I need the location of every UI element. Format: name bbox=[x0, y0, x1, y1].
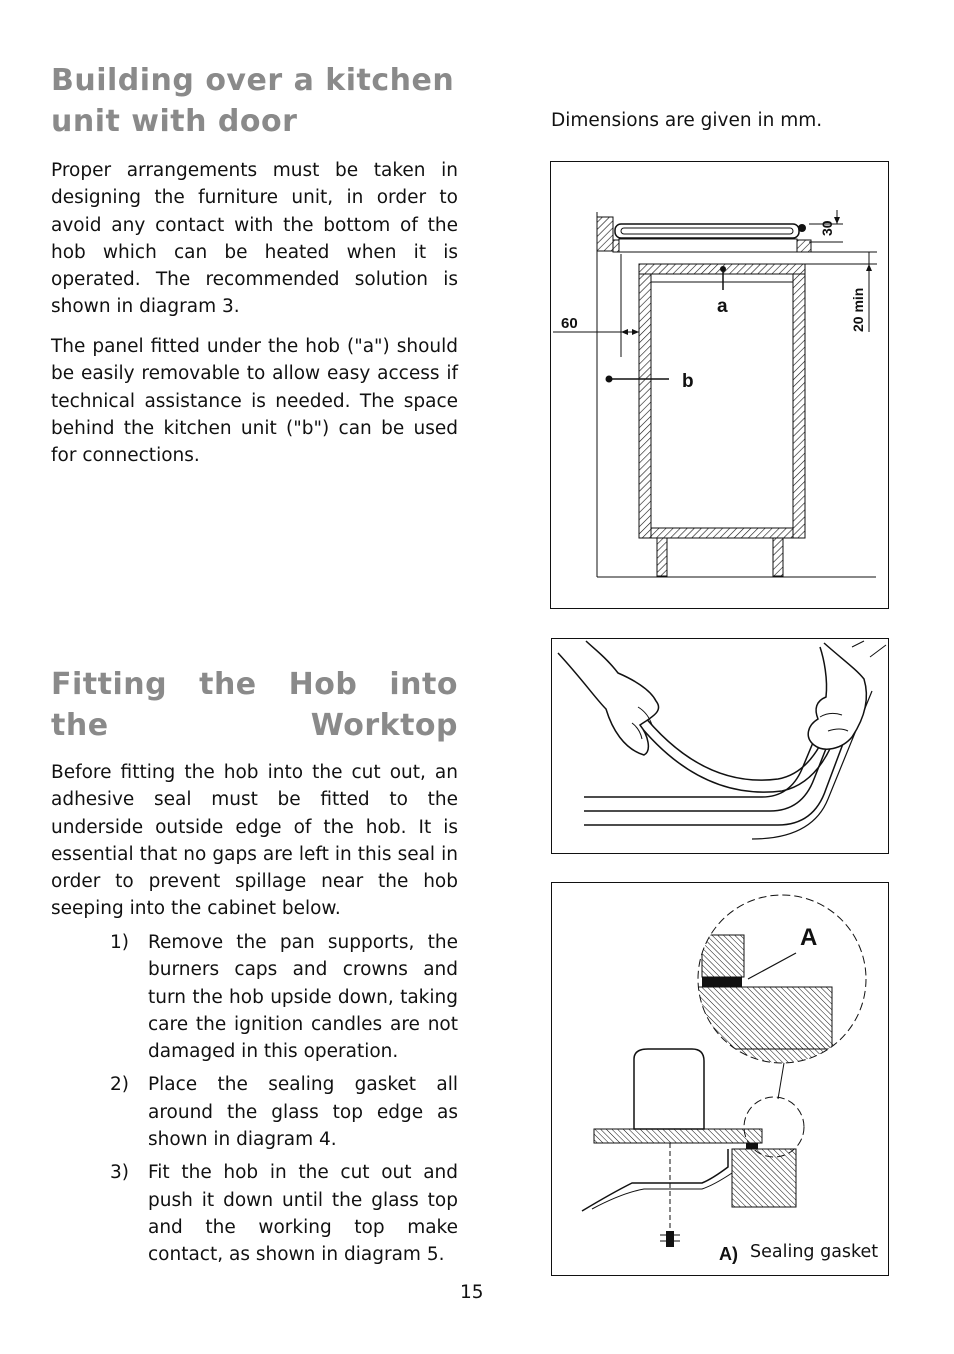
label-a: a bbox=[717, 296, 728, 317]
list-item: 3) Fit the hob in the cut out and push i… bbox=[110, 1159, 458, 1268]
label-b: b bbox=[682, 371, 694, 392]
page-number: 15 bbox=[460, 1282, 484, 1303]
diagram-fitting-gasket bbox=[551, 638, 889, 854]
paragraph-panel: The panel fitted under the hob ("a") sho… bbox=[51, 336, 458, 467]
diagram-sealing-gasket: A A) Sealing gasket bbox=[551, 882, 889, 1276]
step-number: 1) bbox=[110, 932, 129, 953]
steps-list: 1) Remove the pan supports, the burners … bbox=[110, 929, 458, 1275]
step-number: 2) bbox=[110, 1074, 129, 1096]
callout-a: A bbox=[800, 924, 817, 951]
paragraph-adhesive-seal: Before fitting the hob into the cut out,… bbox=[51, 762, 458, 920]
step-text: Place the sealing gasket all around the … bbox=[148, 1074, 458, 1151]
paragraph-arrangements: Proper arrangements must be taken in des… bbox=[51, 160, 458, 318]
list-item: 2) Place the sealing gasket all around t… bbox=[110, 1071, 458, 1153]
dimension-30: 30 bbox=[819, 220, 835, 236]
section-title-building-over-unit: Building over a kitchen unit with door bbox=[51, 63, 455, 139]
caption-sealing-gasket: Sealing gasket bbox=[750, 1242, 879, 1262]
section-title-fitting-hob: Fitting the Hob into the Worktop bbox=[51, 667, 458, 743]
step-text: Remove the pan supports, the burners cap… bbox=[148, 932, 458, 1063]
step-number: 3) bbox=[110, 1162, 129, 1184]
caption-key: A) bbox=[719, 1244, 738, 1264]
dimension-20-min: 20 min bbox=[850, 288, 866, 332]
dimensions-note: Dimensions are given in mm. bbox=[551, 110, 823, 131]
list-item: 1) Remove the pan supports, the burners … bbox=[110, 929, 458, 1065]
step-text: Fit the hob in the cut out and push it d… bbox=[148, 1162, 458, 1266]
diagram-kitchen-unit: a b 60 30 20 min bbox=[550, 161, 889, 609]
dimension-60: 60 bbox=[561, 315, 578, 332]
